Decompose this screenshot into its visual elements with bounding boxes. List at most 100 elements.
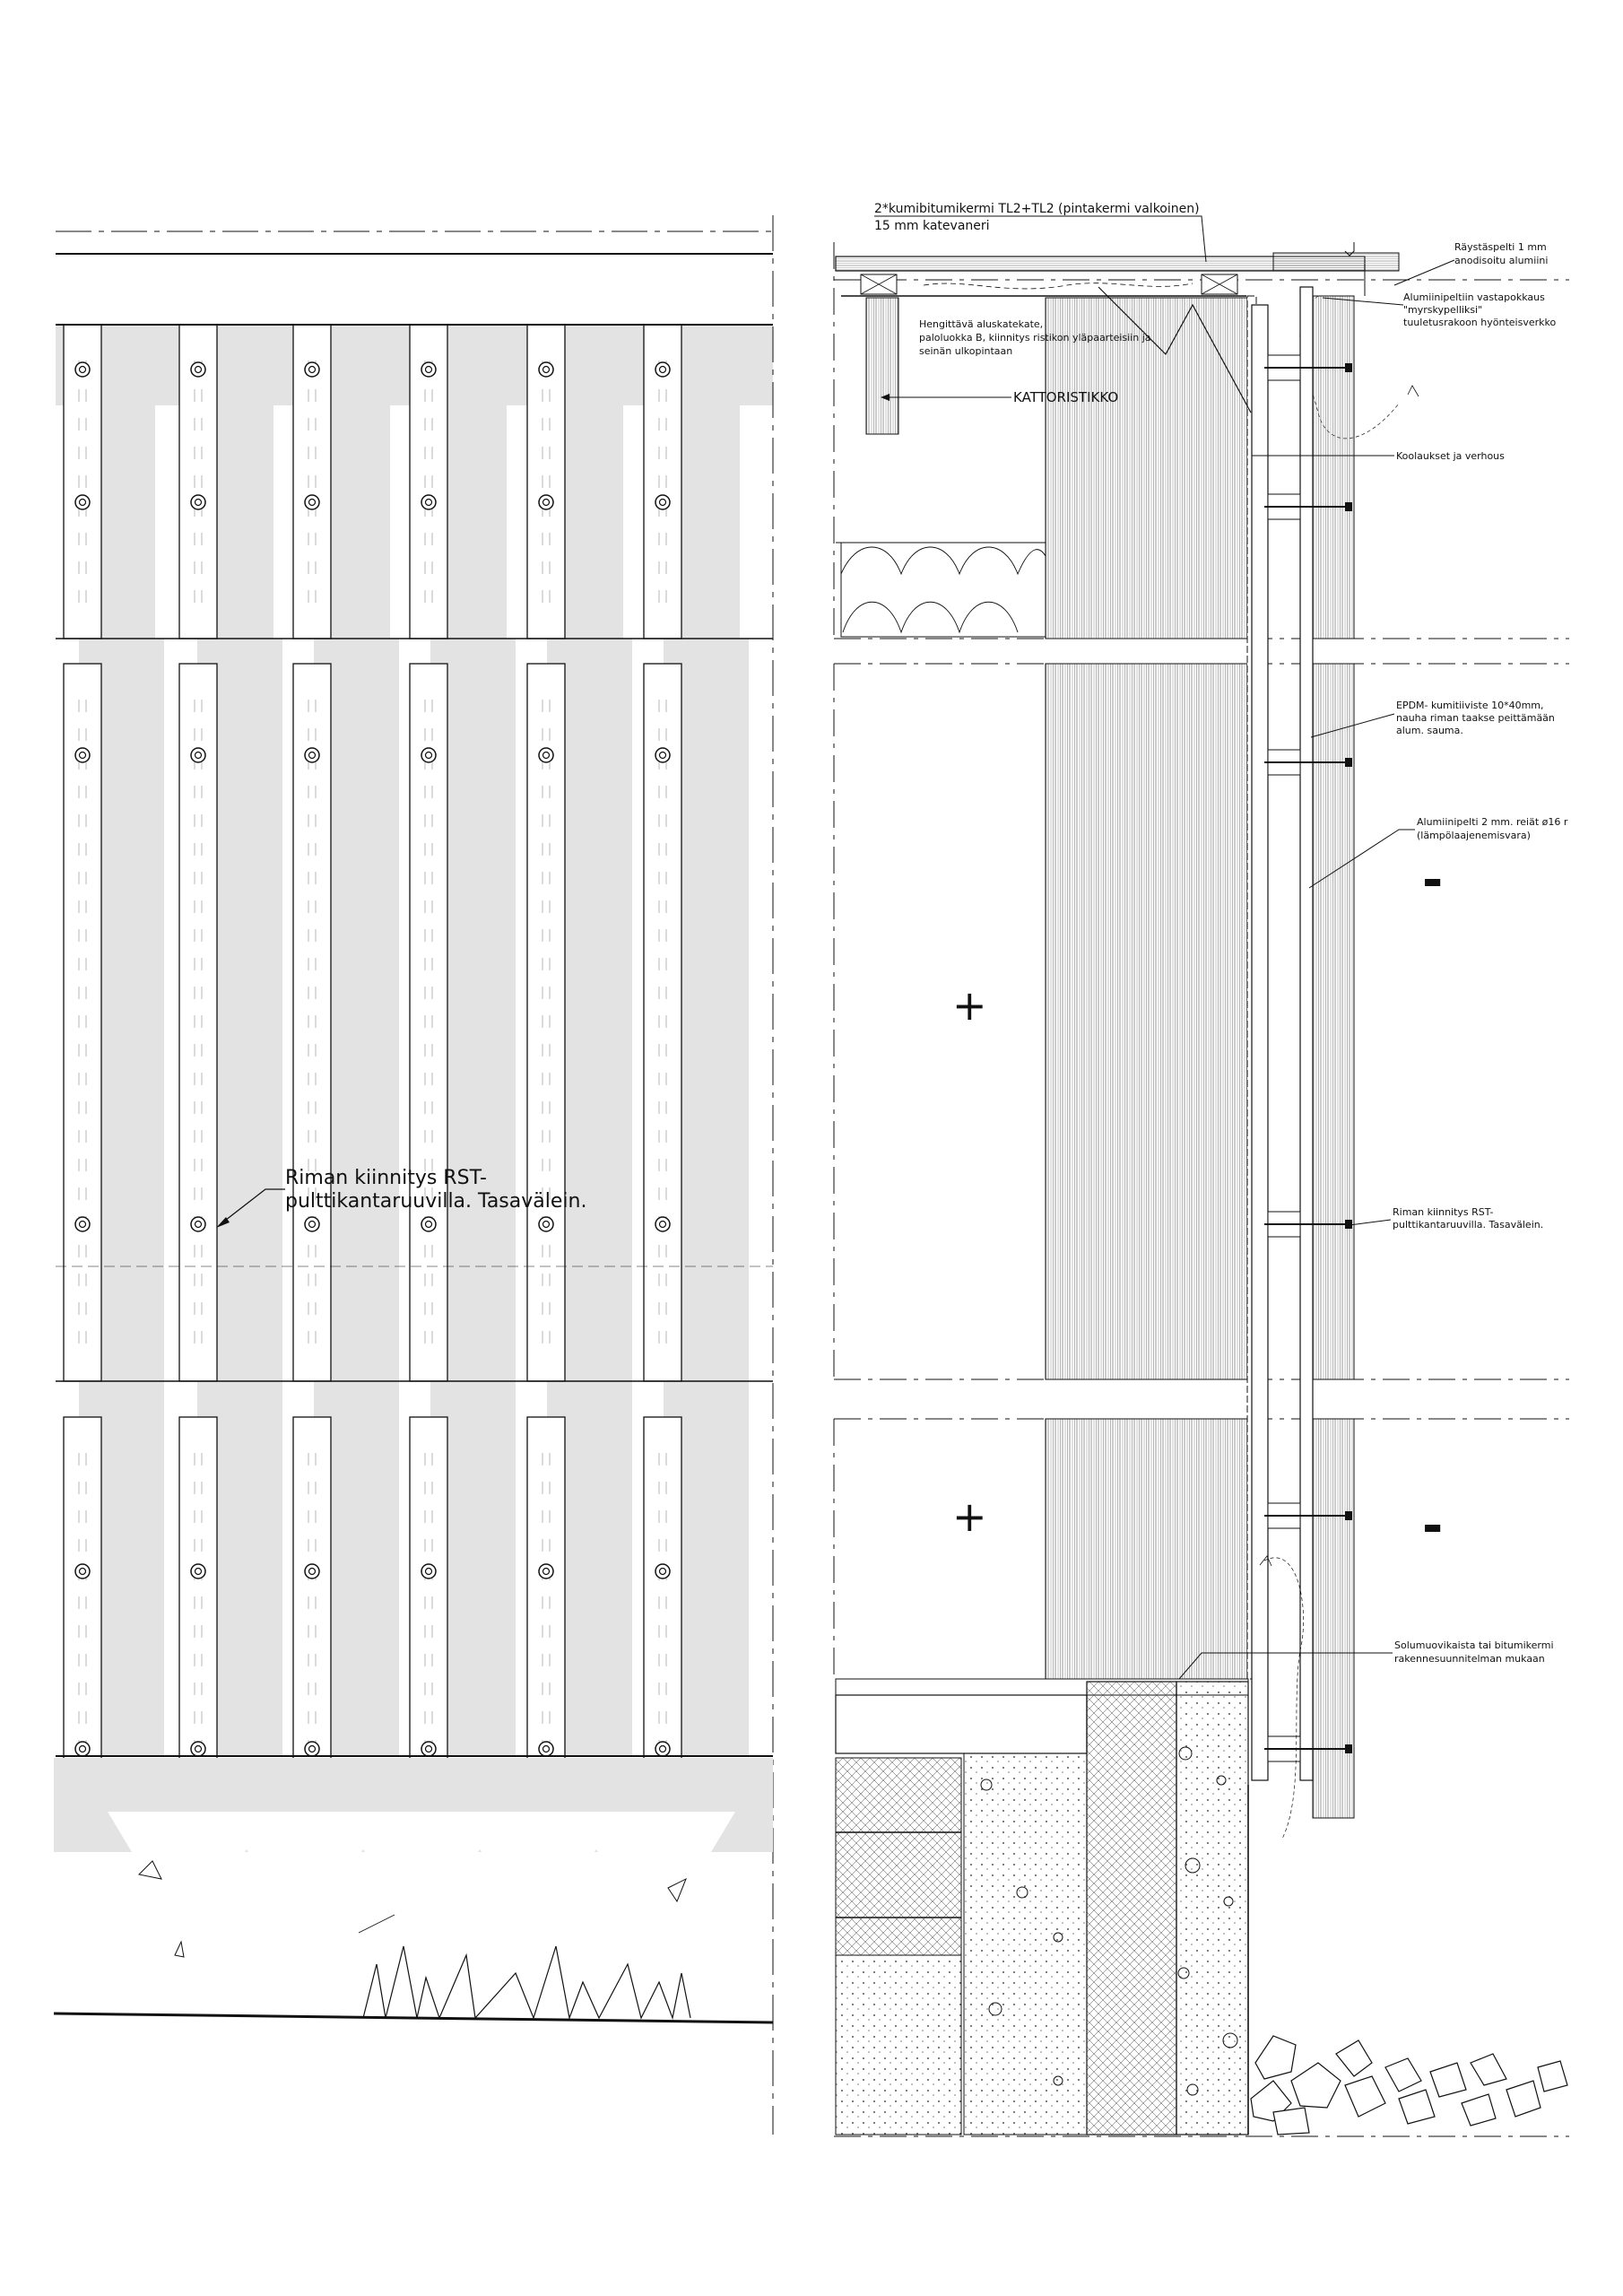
bolt-core [658, 1744, 667, 1753]
bolt-core [424, 1220, 433, 1229]
bolt-core [78, 365, 87, 374]
bolt-core [78, 751, 87, 760]
alu-sheet-line-1: Alumiinipelti 2 mm. reiät ø16 r [1417, 816, 1568, 828]
bolt-core [194, 751, 203, 760]
underlay-line-1: Hengittävä aluskatekate, [919, 318, 1043, 330]
plus-sign-lower: + [952, 1492, 987, 1541]
bolt-core [78, 498, 87, 507]
membrane-line-2: rakennesuunnitelman mukaan [1394, 1653, 1545, 1665]
truss-chord [865, 297, 899, 435]
bolt-core [424, 498, 433, 507]
bolt-head [1345, 758, 1352, 767]
epdm-line-1: EPDM- kumitiiviste 10*40mm, [1396, 700, 1544, 711]
annotations: 2*kumibitumikermi TL2+TL2 (pintakermi va… [874, 202, 1568, 1839]
fixing-note-line-1: Riman kiinnitys RST- [285, 1167, 487, 1189]
bolt-core [424, 365, 433, 374]
slat [63, 1416, 102, 1786]
bolt-core [542, 365, 551, 374]
slat [409, 663, 448, 1382]
elevation-outline [56, 215, 774, 2135]
slat [643, 1416, 682, 1786]
epdm-line-3: alum. sauma. [1396, 725, 1463, 736]
battens-note: Koolaukset ja verhous [1396, 450, 1505, 462]
bolt-core [658, 1220, 667, 1229]
bolt-core [542, 1220, 551, 1229]
plus-sign-upper: + [952, 981, 987, 1030]
minus-sign-lower: - [1422, 1497, 1443, 1555]
slat [292, 1416, 332, 1786]
aluminium-sheet [1299, 286, 1314, 1781]
bolt-core [78, 1744, 87, 1753]
underlay-line-2: paloluokka B, kiinnitys ristikon yläpaar… [919, 332, 1151, 344]
truss-label: KATTORISTIKKO [1013, 389, 1118, 405]
bolt-core [194, 1220, 203, 1229]
bolt-core [78, 1220, 87, 1229]
foundation [835, 1678, 1568, 2136]
bolt-core [308, 1744, 317, 1753]
bolt-core [308, 1567, 317, 1576]
storm-flashing-line-1: Alumiinipeltiin vastapokkaus [1403, 291, 1545, 303]
alu-sheet-line-2: (lämpölaajenemisvara) [1417, 830, 1531, 841]
slat [178, 663, 218, 1382]
bolt-core [424, 1567, 433, 1576]
log-wall [1045, 663, 1248, 1380]
underlay-line-3: seinän ulkopintaan [919, 345, 1012, 357]
bolt-head [1345, 1744, 1352, 1753]
fixing-note: Riman kiinnitys RST- pulttikantaruuvilla… [216, 1167, 586, 1228]
slat [526, 1416, 566, 1786]
bolt-core [308, 751, 317, 760]
bolt-core [194, 1567, 203, 1576]
eave-flashing-line-1: Räystäspelti 1 mm [1454, 241, 1547, 253]
concrete-footing [1176, 1681, 1249, 2135]
bolt-head [1345, 363, 1352, 372]
slat-fixing-line-2: pulttikantaruuvilla. Tasavälein. [1393, 1219, 1543, 1231]
bolt-core [308, 1220, 317, 1229]
roof-structure [835, 242, 1419, 639]
bolt-core [658, 365, 667, 374]
bolt-core [424, 751, 433, 760]
roofing-note-line-1: 2*kumibitumikermi TL2+TL2 (pintakermi va… [874, 202, 1200, 216]
bolt-core [658, 1567, 667, 1576]
bolt-core [658, 751, 667, 760]
membrane-line-1: Solumuovikaista tai bitumikermi [1394, 1639, 1554, 1651]
storm-flashing-line-3: tuuletusrakoon hyönteisverkko [1403, 317, 1556, 328]
bolt-core [308, 365, 317, 374]
elevation-view: Riman kiinnitys RST- pulttikantaruuvilla… [53, 215, 774, 2135]
eave-edge [1272, 252, 1400, 272]
wall-layers [1045, 286, 1355, 1819]
bolt-core [194, 498, 203, 507]
bolt-core [658, 498, 667, 507]
bolt-core [424, 1744, 433, 1753]
slat-fixing-line-1: Riman kiinnitys RST- [1393, 1206, 1493, 1218]
slat [526, 663, 566, 1382]
slat [643, 663, 682, 1382]
bolt-core [542, 751, 551, 760]
bolt-core [542, 498, 551, 507]
plinth-insulation [1086, 1681, 1177, 2135]
bolt-head [1345, 502, 1352, 511]
slat [292, 663, 332, 1382]
bolt-core [194, 1744, 203, 1753]
fixing-note-line-2: pulttikantaruuvilla. Tasavälein. [285, 1190, 586, 1213]
insulation [840, 542, 1046, 638]
epdm-line-2: nauha riman taakse peittämään [1396, 712, 1555, 724]
slat [63, 663, 102, 1382]
gravel [1250, 2035, 1568, 2135]
bolt-core [542, 1744, 551, 1753]
roofing-note-line-2: 15 mm katevaneri [874, 219, 990, 233]
bolt-core [542, 1567, 551, 1576]
bolt-core [194, 365, 203, 374]
bolt-core [78, 1567, 87, 1576]
vertical-slats [63, 324, 682, 1786]
ground-level [53, 1758, 774, 2024]
fixing-bolts [1264, 354, 1352, 1762]
bolt-head [1345, 1220, 1352, 1229]
eave-flashing-line-2: anodisoitu alumiini [1454, 255, 1548, 266]
bolt-core [308, 498, 317, 507]
slat [178, 1416, 218, 1786]
storm-flashing-line-2: "myrskypelliksi" [1403, 304, 1482, 316]
wall-section-view: + + - - 2*kumibitumikermi TL2+TL2 (pinta… [833, 202, 1569, 2137]
slat [409, 1416, 448, 1786]
minus-sign-upper: - [1422, 851, 1443, 909]
